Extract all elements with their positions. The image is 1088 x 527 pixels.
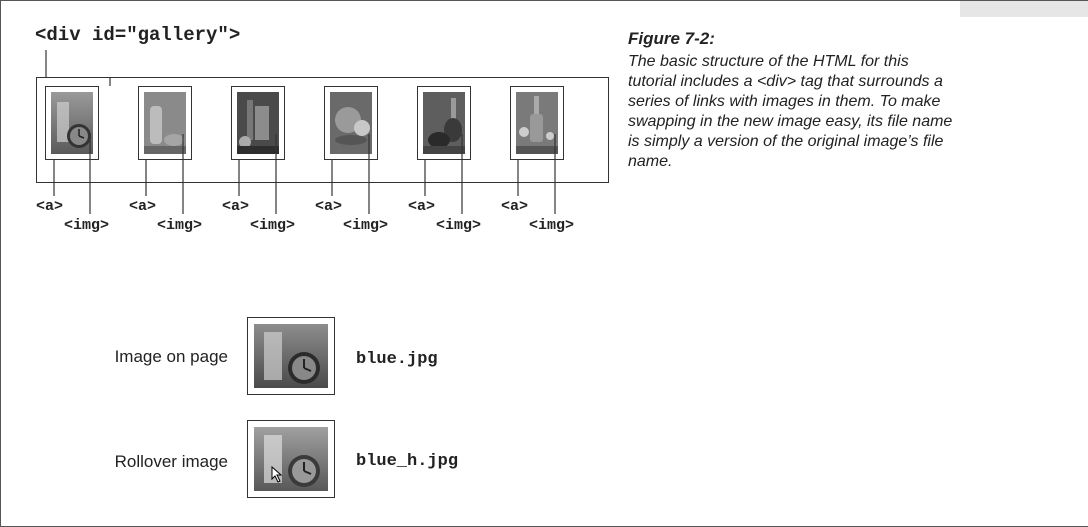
div-gallery-label: <div id="gallery"> [35,24,241,46]
fruit-bowl-photo-icon [330,92,372,154]
page-side-tab [960,0,1088,17]
img-tag-label: <img> [343,217,389,234]
thumbnail-6 [510,86,564,160]
rollover-image-label: Rollover image [114,452,228,471]
img-tag-label: <img> [64,217,110,234]
img-tag-label: <img> [436,217,482,234]
img-tag-label: <img> [250,217,296,234]
bottle-flowers-photo-icon [516,92,558,154]
a-tag-label: <a> [501,198,529,215]
image-on-page-thumbnail [247,317,335,395]
thumbnail-5 [417,86,471,160]
a-tag-label: <a> [129,198,157,215]
a-tag-label: <a> [315,198,343,215]
hourglass-clock-hover-photo-icon [254,427,328,491]
hourglass-clock-photo-icon [254,324,328,388]
a-tag-label: <a> [408,198,436,215]
bottles-fruit-photo-icon [144,92,186,154]
thumbnail-3 [231,86,285,160]
figure-caption: The basic structure of the HTML for this… [628,53,953,170]
a-tag-label: <a> [222,198,250,215]
img-tag-label: <img> [157,217,203,234]
teapot-bottle-photo-icon [423,92,465,154]
thumbnail-2 [138,86,192,160]
figure-title: Figure 7-2: [628,29,715,48]
books-apple-photo-icon [237,92,279,154]
gallery-div-box [36,77,609,183]
a-tag-label: <a> [36,198,64,215]
thumbnail-4 [324,86,378,160]
rollover-image-thumbnail [247,420,335,498]
rollover-file-name: blue_h.jpg [356,452,459,471]
hourglass-clock-photo-icon [51,92,93,154]
img-tag-label: <img> [529,217,575,234]
image-on-page-label: Image on page [114,347,228,366]
thumbnail-1 [45,86,99,160]
image-file-name: blue.jpg [356,350,438,369]
